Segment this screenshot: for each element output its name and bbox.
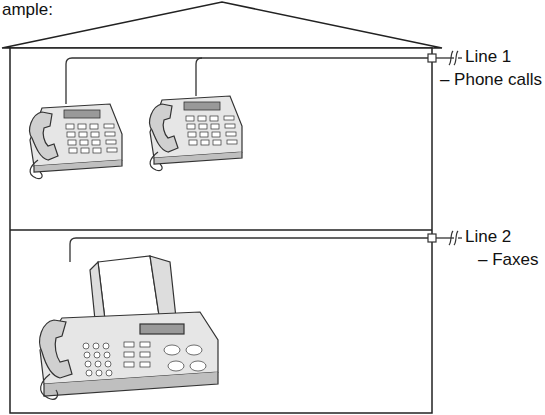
line-use-note: – Faxes (478, 250, 538, 270)
cropped-heading: ample: (2, 0, 53, 20)
line-use-note: – Phone calls (440, 70, 542, 90)
line-label: Line 2 (465, 227, 511, 247)
line-label: Line 1 (465, 47, 511, 67)
